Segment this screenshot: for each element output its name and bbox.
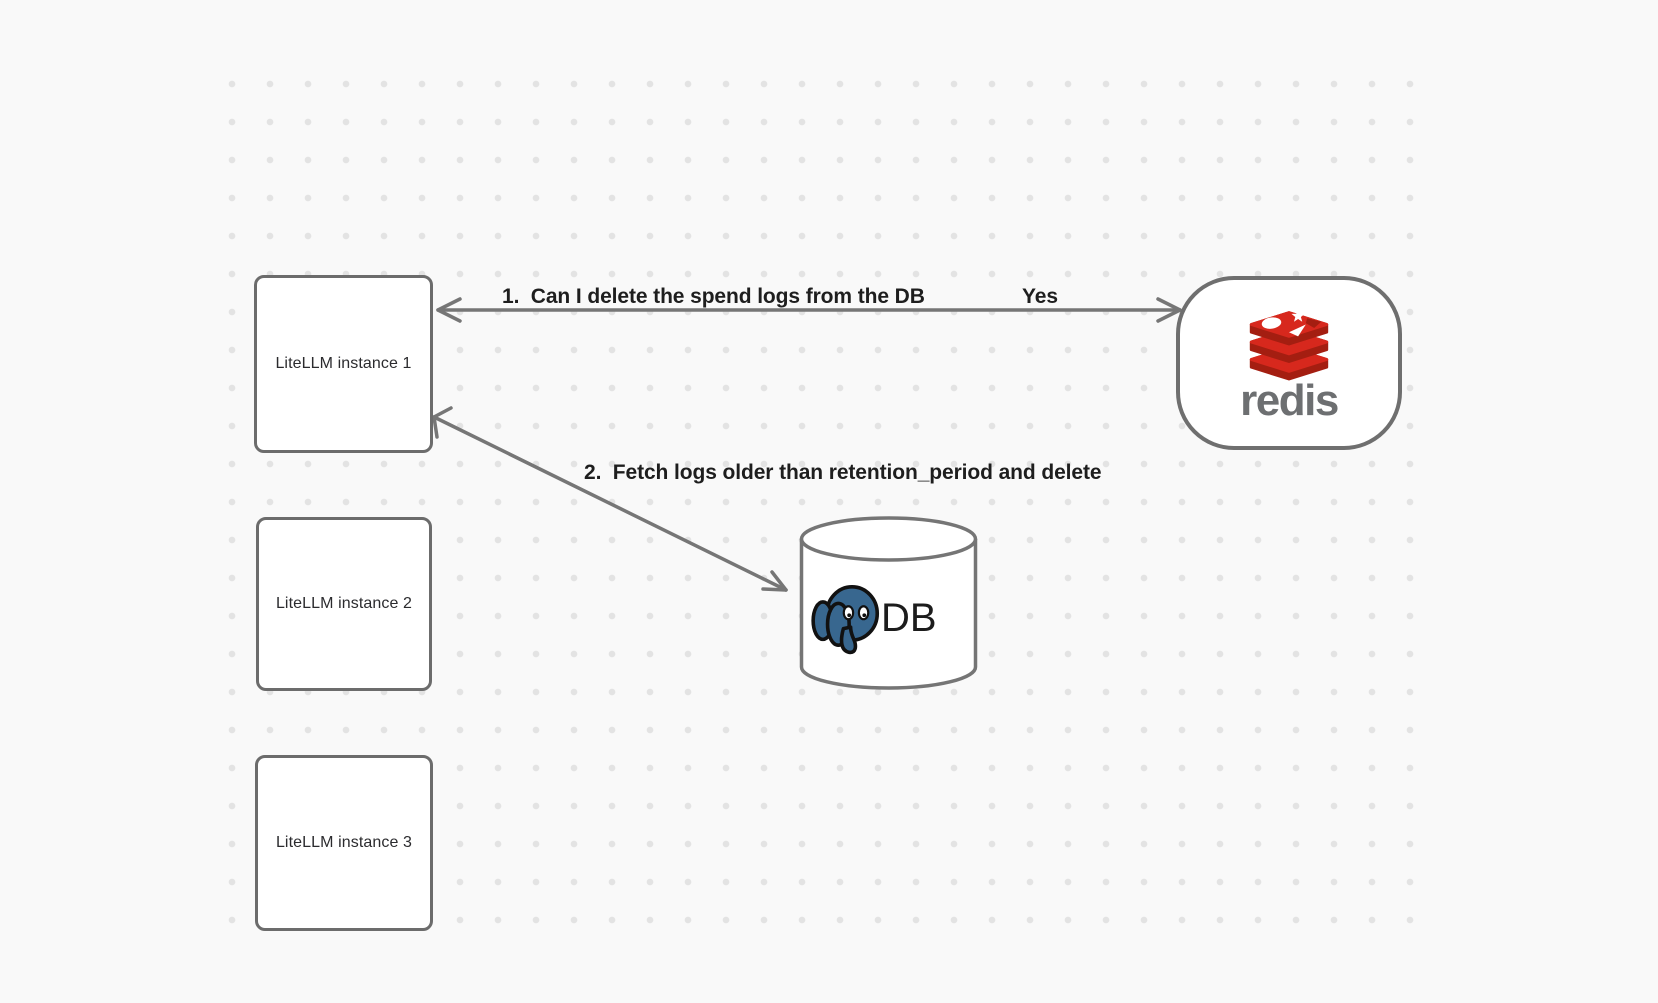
annotation-step1-answer[interactable]: Yes: [1022, 285, 1058, 308]
node-label: LiteLLM instance 2: [275, 595, 413, 612]
arrow-instance1-to-db[interactable]: [432, 406, 788, 592]
redis-stack-icon: [1249, 309, 1329, 381]
redis-wordmark: redis: [1240, 376, 1339, 425]
database-label: DB: [881, 596, 937, 640]
annotation-step1[interactable]: 1. Can I delete the spend logs from the …: [502, 285, 925, 308]
postgresql-elephant-icon: [811, 585, 880, 655]
annotation-step2[interactable]: 2. Fetch logs older than retention_perio…: [584, 461, 1102, 484]
node-label: LiteLLM instance 3: [275, 834, 413, 851]
node-litellm-instance-3[interactable]: LiteLLM instance 3: [255, 755, 433, 931]
node-label: LiteLLM instance 1: [275, 355, 412, 372]
node-redis[interactable]: redis: [1176, 276, 1402, 450]
node-litellm-instance-1[interactable]: LiteLLM instance 1: [254, 275, 433, 453]
node-litellm-instance-2[interactable]: LiteLLM instance 2: [256, 517, 432, 691]
